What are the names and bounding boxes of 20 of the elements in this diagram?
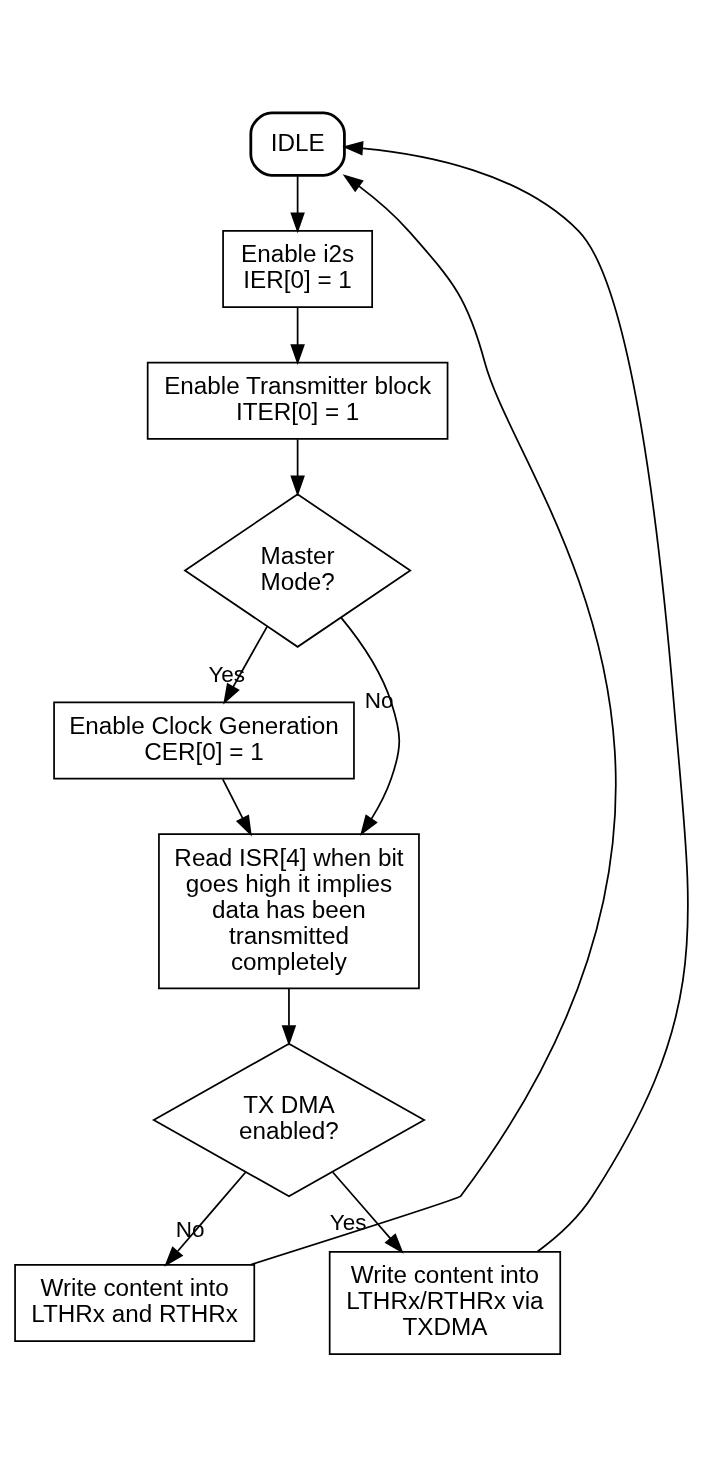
arrow (281, 987, 297, 1046)
arrow (331, 1170, 404, 1254)
arrow (290, 305, 305, 365)
arrow (290, 438, 305, 496)
node-diamond: Master Mode? (183, 492, 412, 648)
node-box: Write content into LTHRx and RTHRx (14, 1263, 256, 1342)
node-diamond: TX DMA enabled? (151, 1042, 426, 1197)
node-box: Enable Clock Generation CER[0] = 1 (53, 700, 355, 779)
arrow (342, 140, 689, 1253)
arrow (222, 777, 252, 836)
node-box: Enable Transmitter block ITER[0] = 1 (146, 361, 449, 440)
arrow (290, 174, 305, 233)
node-box: Read ISR[4] when bit goes high it implies data has been transmitted completely (158, 832, 420, 989)
node-box: Write content into LTHRx/RTHRx via TXDMA (328, 1250, 562, 1355)
arrow (340, 616, 401, 836)
edge-label: Yes (329, 1209, 367, 1235)
arrow (164, 1170, 247, 1267)
arrow (249, 173, 616, 1266)
node-box: IDLE (249, 111, 346, 177)
node-box: Enable i2s IER[0] = 1 (222, 229, 373, 308)
